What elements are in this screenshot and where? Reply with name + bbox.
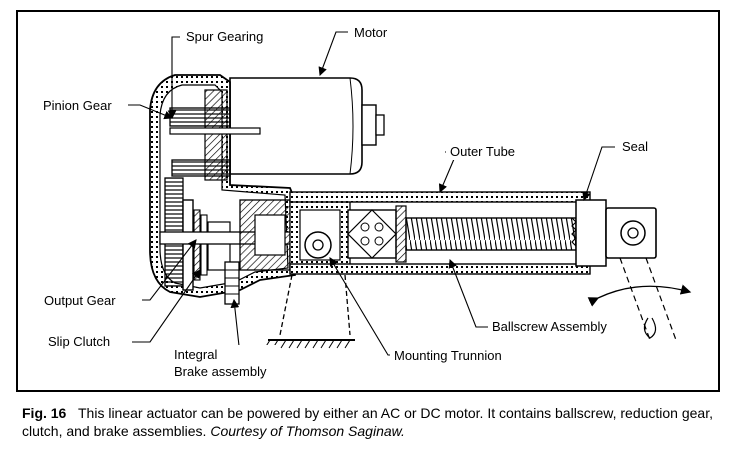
label-seal: Seal bbox=[622, 139, 648, 154]
seal-rod-end bbox=[571, 199, 692, 341]
label-output-gear: Output Gear bbox=[44, 293, 116, 308]
brake-assembly bbox=[224, 199, 291, 305]
figure-caption: Fig. 16 This linear actuator can be powe… bbox=[22, 404, 722, 440]
caption-fig-number: Fig. 16 bbox=[22, 405, 67, 421]
label-motor: Motor bbox=[354, 25, 388, 40]
actuator-diagram: Spur Gearing Motor Pinion Gear Outer Tub… bbox=[40, 23, 692, 381]
label-slip-clutch: Slip Clutch bbox=[48, 334, 110, 349]
ball-nut bbox=[347, 205, 407, 263]
labels: Spur Gearing Motor Pinion Gear Outer Tub… bbox=[40, 23, 658, 381]
label-outer-tube: Outer Tube bbox=[450, 144, 515, 159]
ballscrew bbox=[405, 217, 577, 251]
label-mounting-trunnion: Mounting Trunnion bbox=[394, 348, 502, 363]
figure-frame bbox=[16, 10, 720, 392]
spur-gearing bbox=[164, 107, 261, 287]
label-spur-gearing: Spur Gearing bbox=[186, 29, 263, 44]
label-pinion-gear: Pinion Gear bbox=[43, 98, 112, 113]
label-integral: Integral bbox=[174, 347, 217, 362]
caption-credit: Courtesy of Thomson Saginaw. bbox=[210, 423, 405, 439]
label-ballscrew-assembly: Ballscrew Assembly bbox=[492, 319, 607, 334]
mounting-trunnion bbox=[264, 199, 355, 349]
label-brake-assembly: Brake assembly bbox=[174, 364, 267, 379]
motor-body bbox=[224, 77, 385, 179]
caption-text: This linear actuator can be powered by e… bbox=[22, 405, 713, 439]
